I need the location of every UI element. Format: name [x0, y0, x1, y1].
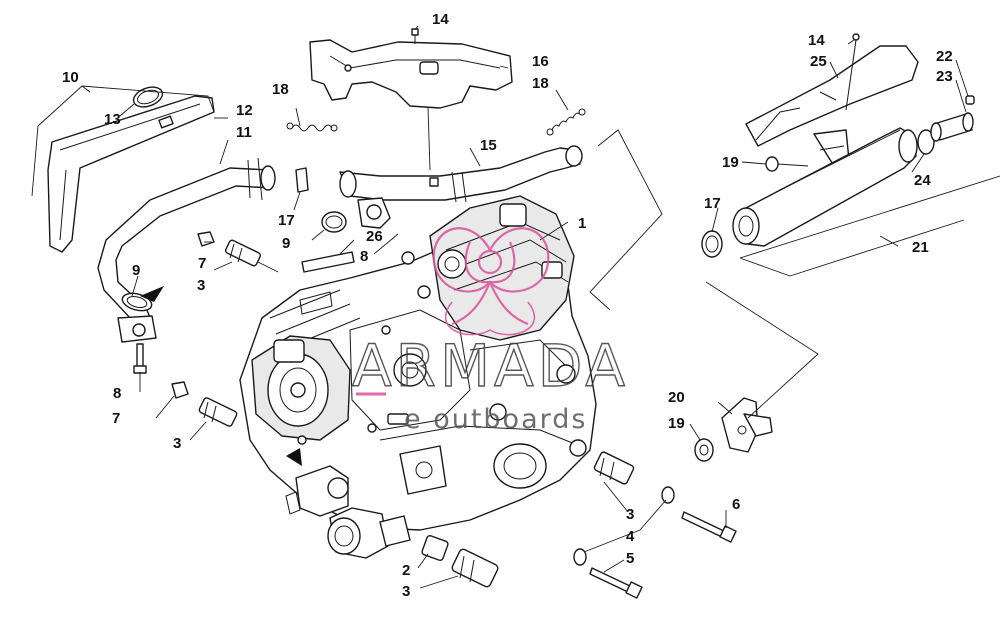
callout-13: 13 [104, 111, 121, 128]
callout-14-top: 14 [432, 11, 449, 28]
callout-17-right: 17 [704, 195, 721, 212]
callout-1: 1 [578, 215, 586, 232]
grommet-19-lower [694, 438, 714, 462]
gasket-9-mid [321, 211, 347, 233]
gasket-17-right [701, 230, 723, 258]
bolt-7-left [171, 381, 189, 399]
watermark-logo: ARMADA e outboards [351, 227, 629, 435]
callout-2: 2 [402, 562, 410, 579]
bracket-20 [721, 397, 773, 453]
callout-10: 10 [62, 69, 79, 86]
decal-26 [301, 251, 355, 273]
callout-22: 22 [936, 48, 953, 65]
washer-4-upper [661, 486, 675, 504]
outlet-clamp-24 [917, 129, 935, 155]
callout-14-right: 14 [808, 32, 825, 49]
mid-pipe-15 [339, 145, 583, 229]
callout-8-mid: 8 [360, 248, 368, 265]
bolt-8-left [133, 343, 147, 374]
callout-21: 21 [912, 239, 929, 256]
spring-18-right [546, 108, 586, 136]
callout-6: 6 [732, 496, 740, 513]
callout-26: 26 [366, 228, 383, 245]
callout-15: 15 [480, 137, 497, 154]
callout-9-mid: 9 [282, 235, 290, 252]
callout-12: 12 [236, 102, 253, 119]
clamp-13 [132, 86, 164, 108]
callout-9-left: 9 [132, 262, 140, 279]
grommet-19-upper [765, 156, 809, 172]
spark-arrestor-23 [930, 112, 974, 142]
callout-3-left: 3 [173, 435, 181, 452]
flange-gasket-9-left [117, 286, 164, 343]
mount-bushing-3-lower [451, 548, 499, 588]
callout-20: 20 [668, 389, 685, 406]
callout-18-left: 18 [272, 81, 289, 98]
callout-7-left: 7 [112, 410, 120, 427]
muffler-21 [732, 127, 918, 247]
callout-11: 11 [236, 124, 252, 141]
bolt-5 [589, 567, 643, 599]
screw-14-top [411, 28, 419, 44]
callout-7-upper: 7 [198, 255, 206, 272]
callout-4: 4 [626, 528, 635, 545]
bolt-6 [681, 511, 737, 543]
muffler-shield-25 [745, 45, 919, 147]
callout-17-left: 17 [278, 212, 295, 229]
callout-25: 25 [810, 53, 827, 70]
watermark-tagline: e outboards [404, 404, 587, 435]
callout-19-upper: 19 [722, 154, 739, 171]
callout-18-right: 18 [532, 75, 549, 92]
callout-19-lower: 19 [668, 415, 685, 432]
callout-3-lower: 3 [402, 583, 410, 600]
callout-labels: 1 2 3 3 3 3 4 5 6 7 7 8 8 9 9 10 11 12 1… [62, 11, 953, 600]
spacer-2 [421, 534, 449, 562]
watermark-brand: ARMADA [352, 332, 629, 400]
callout-23: 23 [936, 68, 953, 85]
mount-bushing-3-left [198, 397, 238, 427]
heat-shield-12 [47, 95, 215, 253]
callout-3-right: 3 [626, 506, 634, 523]
callout-5: 5 [626, 550, 634, 567]
bolt-7-upper [197, 231, 215, 247]
mount-bushing-3-upper [224, 239, 279, 273]
mount-bushing-3-right [593, 451, 635, 485]
washer-4-lower [573, 548, 587, 566]
gasket-17-left [295, 167, 309, 193]
heat-shield-16 [309, 39, 513, 171]
spring-18-left [286, 122, 338, 132]
callout-3-upper: 3 [197, 277, 205, 294]
screw-22 [965, 95, 975, 105]
screw-14-right [845, 33, 860, 111]
callout-24: 24 [914, 172, 931, 189]
callout-8-left: 8 [113, 385, 121, 402]
callout-16: 16 [532, 53, 549, 70]
